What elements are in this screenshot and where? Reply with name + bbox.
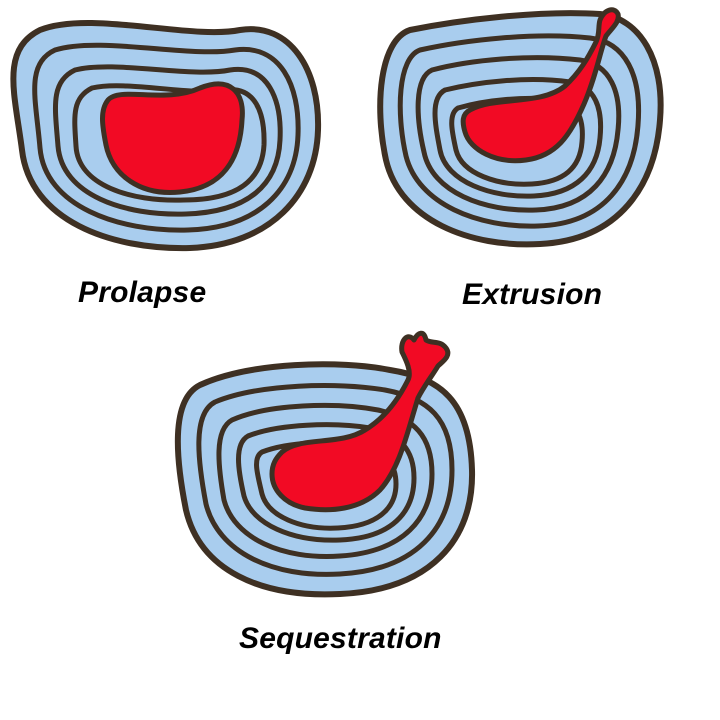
sequestration-ring-2 bbox=[196, 383, 455, 577]
prolapse-annulus bbox=[10, 19, 322, 252]
extrusion-ring-4 bbox=[432, 77, 604, 199]
sequestration-annulus bbox=[174, 330, 476, 598]
extrusion-ring-3 bbox=[415, 55, 622, 213]
extrusion-label: Extrusion bbox=[462, 278, 603, 311]
extrusion-ring-2 bbox=[397, 33, 642, 229]
prolapse-ring-3 bbox=[52, 64, 283, 217]
prolapse-nucleus bbox=[100, 81, 245, 195]
sequestration-nucleus bbox=[269, 330, 451, 513]
extrusion-annulus bbox=[377, 7, 664, 248]
sequestration-ring-4 bbox=[236, 422, 417, 543]
sequestration-label: Sequestration bbox=[239, 622, 442, 655]
extrusion-nucleus bbox=[460, 7, 621, 164]
prolapse-label: Prolapse bbox=[78, 276, 207, 309]
prolapse-ring-2 bbox=[32, 42, 301, 233]
sequestration-ring-3 bbox=[216, 402, 435, 559]
